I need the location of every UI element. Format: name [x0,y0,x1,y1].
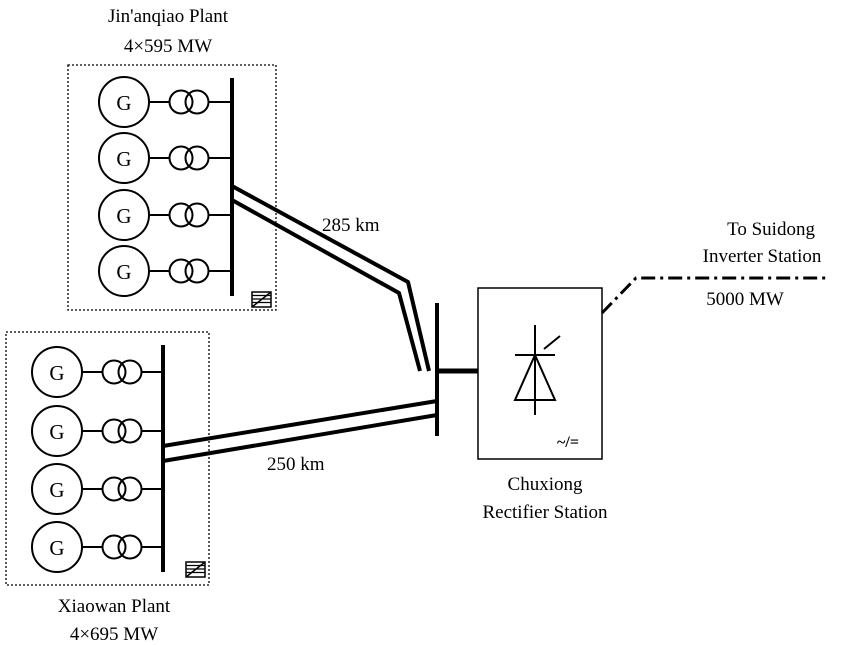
jinanqiao-control-icon [251,291,272,308]
generator-label: G [116,147,131,171]
transformer-icon [101,418,143,444]
transformer-icon [101,534,143,560]
xiaowan-control-icon [185,561,206,578]
xiaowan-plant-capacity: 4×695 MW [70,624,158,645]
jinanqiao-unit-4: G [98,245,232,297]
line-jinanqiao-length: 285 km [322,215,380,236]
jinanqiao-plant: Jin'anqiao Plant 4×595 MW G G G [67,6,277,311]
transformer-icon [168,202,210,228]
jinanqiao-plant-capacity: 4×595 MW [124,36,212,57]
xiaowan-unit-3: G [31,463,163,515]
rectifier-station-box [477,287,603,460]
generator-label: G [116,260,131,284]
xiaowan-plant-boundary [5,331,210,586]
dc-line [600,276,830,315]
generator-label: G [49,361,64,385]
transformer-icon [168,258,210,284]
transmission-line-jinanqiao [231,184,431,372]
generator-label: G [49,420,64,444]
generator-label: G [116,204,131,228]
transformer-icon [168,145,210,171]
jinanqiao-unit-2: G [98,132,232,184]
ac-dc-converter-icon: ~/= [557,434,579,451]
xiaowan-unit-1: G [31,346,163,398]
jinanqiao-plant-boundary [67,64,277,311]
jinanqiao-plant-name: Jin'anqiao Plant [108,6,229,27]
thyristor-icon [513,325,561,415]
jinanqiao-unit-3: G [98,189,232,241]
rectifier-station-name-line2: Rectifier Station [482,502,608,523]
rectifier-station: ~/= [477,287,603,460]
transformer-icon [101,476,143,502]
line-xiaowan-length: 250 km [267,454,325,475]
xiaowan-unit-2: G [31,405,163,457]
xiaowan-plant: G G G [5,331,210,645]
transmission-line-xiaowan [162,399,438,463]
transformer-icon [168,89,210,115]
xiaowan-unit-4: G [31,521,163,573]
dc-destination-line2: Inverter Station [703,246,822,267]
dc-destination-line1: To Suidong [727,219,815,240]
xiaowan-plant-name: Xiaowan Plant [58,596,171,617]
generator-label: G [116,91,131,115]
generator-label: G [49,478,64,502]
rectifier-station-name-line1: Chuxiong [508,474,583,495]
dc-power: 5000 MW [706,289,784,310]
generator-label: G [49,536,64,560]
transformer-icon [101,359,143,385]
jinanqiao-unit-1: G [98,76,232,128]
